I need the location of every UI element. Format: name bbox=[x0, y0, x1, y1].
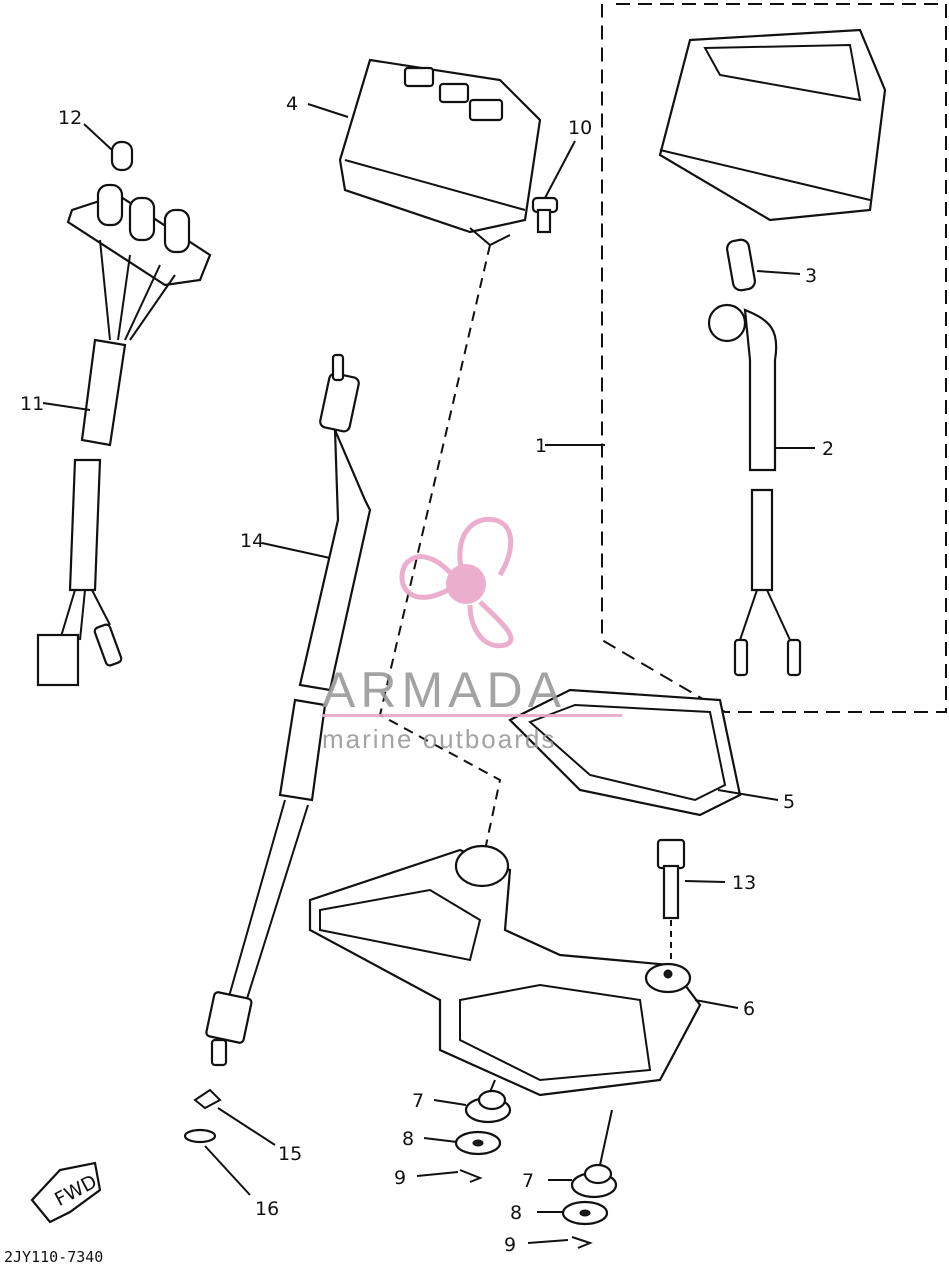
washer-part-8-b bbox=[561, 1200, 609, 1226]
propeller-logo bbox=[399, 516, 514, 649]
callout-9-b: 9 bbox=[504, 1234, 516, 1256]
cable-part-14 bbox=[205, 353, 372, 1067]
leader-lines bbox=[42, 103, 815, 1244]
assembly-guide-line-2 bbox=[489, 1079, 613, 1166]
clip-part-15 bbox=[193, 1088, 222, 1110]
callout-1: 1 bbox=[535, 435, 547, 457]
callout-9-a: 9 bbox=[394, 1167, 406, 1189]
washer-part-8-a bbox=[454, 1130, 502, 1156]
callout-13: 13 bbox=[732, 872, 756, 894]
callout-16: 16 bbox=[255, 1198, 279, 1220]
callout-4: 4 bbox=[286, 93, 298, 115]
fwd-arrow: FWD bbox=[30, 1161, 102, 1224]
callout-7-b: 7 bbox=[522, 1170, 534, 1192]
callout-labels: 1 2 3 4 5 6 7 8 9 10 11 12 13 14 15 16 7… bbox=[20, 93, 834, 1256]
assembly-1-dashed-box bbox=[601, 3, 947, 713]
callout-11: 11 bbox=[20, 393, 44, 415]
watermark: ARMADA marine outboards bbox=[322, 516, 622, 754]
callout-8-a: 8 bbox=[402, 1128, 414, 1150]
callout-12: 12 bbox=[58, 107, 82, 129]
socket-harness-part-11 bbox=[36, 183, 212, 687]
washer-part-16 bbox=[183, 1128, 217, 1144]
callout-3: 3 bbox=[805, 265, 817, 287]
grommet-part-7-b bbox=[570, 1163, 618, 1199]
callout-14: 14 bbox=[240, 530, 264, 552]
callout-7-a: 7 bbox=[412, 1090, 424, 1112]
seal-part-5 bbox=[508, 688, 742, 817]
bulb-part-3 bbox=[725, 238, 757, 292]
harness-part-2 bbox=[707, 303, 802, 677]
grommet-part-7-a bbox=[464, 1089, 512, 1124]
meter-assembly-part-1 bbox=[658, 28, 887, 222]
assembly-guide-line bbox=[378, 244, 502, 991]
screw-part-10 bbox=[531, 196, 559, 234]
callout-10: 10 bbox=[568, 117, 592, 139]
bulb-part-12 bbox=[110, 140, 134, 172]
clip-part-9-a bbox=[459, 1169, 483, 1183]
callout-2: 2 bbox=[822, 438, 834, 460]
callout-15: 15 bbox=[278, 1143, 302, 1165]
callout-5: 5 bbox=[783, 791, 795, 813]
bolt-part-13 bbox=[656, 838, 686, 965]
meter-case-part-4 bbox=[338, 58, 542, 247]
callout-8-b: 8 bbox=[510, 1202, 522, 1224]
bracket-part-6 bbox=[308, 844, 702, 1097]
drawing-code: 2JY110-7340 bbox=[4, 1248, 103, 1266]
watermark-underline bbox=[322, 714, 622, 717]
clip-part-9-b bbox=[571, 1236, 593, 1249]
watermark-brand: ARMADA bbox=[322, 662, 566, 718]
watermark-tagline: marine outboards bbox=[322, 724, 556, 754]
callout-6: 6 bbox=[743, 998, 755, 1020]
